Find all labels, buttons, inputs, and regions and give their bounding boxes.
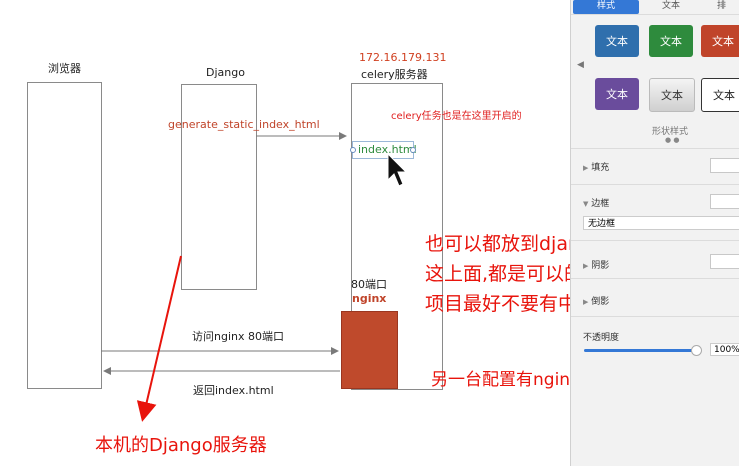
port-label: 80端口 [351,278,387,291]
style-swatch-white[interactable]: 文本 [701,78,739,112]
mouse-cursor-icon [387,152,408,187]
border-section[interactable]: ▼ 边框 [583,199,610,209]
celery-note: celery任务也是在这里开启的 [391,111,522,122]
django-lifeline[interactable] [181,84,257,290]
opacity-slider[interactable] [584,349,696,352]
inspector-panel: 样式 文本 排 ◀ 文本 文本 文本 文本 文本 文本 形状样式 ● ● ▶ 填… [570,0,739,466]
visit-label: 访问nginx 80端口 [192,330,284,343]
border-swatch[interactable] [710,194,739,209]
selection-handle-right[interactable] [410,147,416,153]
opacity-slider-knob[interactable] [691,345,702,356]
style-swatch-green[interactable]: 文本 [649,25,693,57]
celery-server-label: celery服务器 [361,68,428,81]
chevron-left-icon[interactable]: ◀ [577,60,584,70]
tab-style[interactable]: 样式 [573,0,639,14]
local-note-arrow[interactable] [136,255,182,422]
fill-swatch[interactable] [710,158,739,173]
return-label: 返回index.html [193,384,274,397]
page-dots: ● ● [665,136,680,144]
style-swatch-blue[interactable]: 文本 [595,25,639,57]
diagram-canvas: 浏览器 Django 172.16.179.131 celery服务器 gene… [27,51,665,456]
style-swatch-red[interactable]: 文本 [701,25,739,57]
style-swatch-purple[interactable]: 文本 [595,78,639,110]
style-swatch-gray[interactable]: 文本 [649,78,695,112]
nginx-label: nginx [352,292,387,305]
opacity-label: 不透明度 [583,333,620,343]
tab-arrange[interactable]: 排 [716,1,726,11]
style-caption: 形状样式 [652,127,689,137]
selection-handle-left[interactable] [350,147,356,153]
index-file-box[interactable]: index.html [350,141,417,159]
browser-lifeline[interactable] [27,82,102,389]
border-select[interactable]: 无边框 [583,216,739,230]
tab-text[interactable]: 文本 [661,1,680,11]
generate-label: generate_static_index_html [168,118,320,131]
border-label: 边框 [591,199,610,209]
nginx-block[interactable] [341,311,398,389]
reflection-label: 倒影 [591,297,610,307]
reflection-section[interactable]: ▶ 倒影 [583,297,610,307]
django-label: Django [206,66,245,79]
index-file-label: index.html [358,143,417,156]
opacity-value[interactable]: 100% [710,343,739,356]
local-note: 本机的Django服务器 [95,435,267,456]
shadow-section[interactable]: ▶ 阴影 [583,261,610,271]
shadow-label: 阴影 [591,261,610,271]
browser-label: 浏览器 [48,62,81,75]
fill-label: 填充 [591,163,610,173]
arrows-layer [101,132,408,422]
fill-section[interactable]: ▶ 填充 [583,163,610,173]
shadow-swatch[interactable] [710,254,739,269]
ip-label: 172.16.179.131 [359,51,447,64]
